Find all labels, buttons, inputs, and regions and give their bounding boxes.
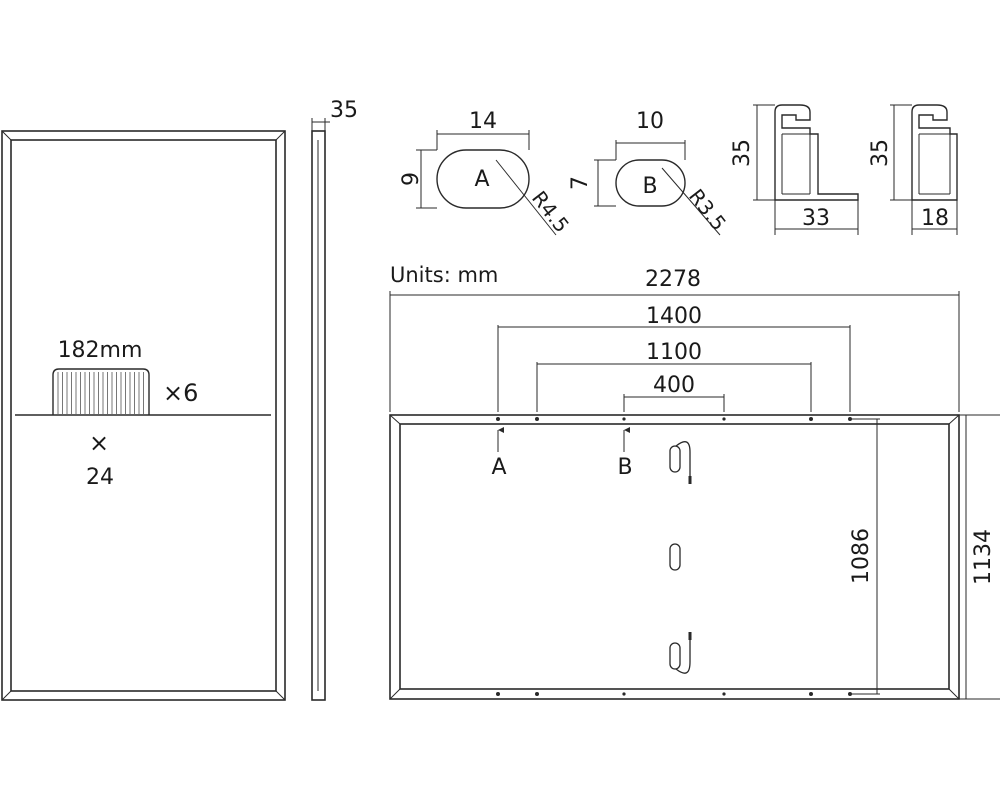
front-outer-frame: [1, 130, 286, 701]
mounting-hole: [496, 417, 500, 421]
frame-corner: [1, 690, 12, 701]
hole-a-width: 14: [469, 109, 497, 134]
mounting-hole: [535, 417, 539, 421]
inner-span-label: 1086: [849, 528, 874, 584]
mounting-hole: [722, 417, 726, 421]
hole-a-detail: 14 9 A R4.5: [399, 109, 574, 237]
span-400-label: 400: [653, 373, 695, 398]
cell-columns-label: ×6: [163, 379, 198, 407]
frame-corner: [948, 414, 960, 425]
cell-rows-count: 24: [86, 465, 114, 490]
side-outer: [311, 130, 326, 701]
short-profile-outline: [911, 104, 958, 201]
frame-corner: [389, 414, 401, 425]
junction-box-cables: [669, 441, 692, 674]
mounting-hole: [622, 417, 626, 421]
span-1100-label: 1100: [646, 340, 702, 365]
mounting-hole: [809, 417, 813, 421]
front-view: 182mm ×6 × 24: [1, 130, 286, 701]
junction-box: [669, 543, 681, 571]
side-thickness-label: 35: [330, 98, 358, 123]
cable-top: [675, 441, 691, 480]
mounting-hole: [722, 692, 726, 696]
short-profile-height: 35: [868, 139, 893, 167]
mounting-hole: [809, 692, 813, 696]
frame-corner: [1, 130, 12, 141]
radius-leader: [495, 159, 557, 236]
mounting-hole: [496, 692, 500, 696]
front-inner-frame: [10, 139, 277, 692]
hole-b-letter: B: [642, 174, 657, 199]
hole-b-outline: [615, 159, 686, 207]
mounting-hole: [622, 692, 626, 696]
radius-leader: [661, 167, 721, 236]
frame-corner: [389, 688, 401, 700]
long-profile-height: 35: [730, 139, 755, 167]
hole-b-detail: 10 7 B R3.5: [568, 109, 731, 236]
rear-inner-frame: [399, 423, 950, 690]
span-1400-label: 1400: [646, 304, 702, 329]
mounting-holes: [496, 417, 852, 696]
short-profile-width: 18: [921, 206, 949, 231]
cell-rows-mark: ×: [89, 429, 109, 457]
cell-width-label: 182mm: [58, 338, 143, 363]
frame-corner: [275, 130, 286, 141]
long-profile-outline: [774, 104, 859, 201]
solar-cell-detail: [52, 368, 150, 415]
side-view: 35: [311, 98, 358, 701]
hole-b-height: 7: [568, 176, 593, 190]
hole-a-height: 9: [399, 172, 424, 186]
cable-bottom: [675, 636, 691, 674]
long-profile-width: 33: [802, 206, 830, 231]
short-frame-profile: 35 18: [868, 104, 958, 235]
frame-corner: [948, 688, 960, 700]
rear-label-b: B: [617, 455, 632, 480]
hole-a-letter: A: [474, 167, 489, 192]
rear-outer-frame: [389, 414, 960, 700]
hole-a-radius: R4.5: [527, 186, 574, 237]
long-frame-profile: 35 33: [730, 104, 859, 235]
rear-view: 2278 1400 1100 400: [389, 267, 1000, 700]
hole-b-width: 10: [636, 109, 664, 134]
frame-corner: [275, 690, 286, 701]
rear-label-a: A: [491, 455, 506, 480]
overall-width-label: 1134: [971, 529, 996, 585]
cable-connector-top: [669, 445, 681, 473]
mounting-hole: [535, 692, 539, 696]
cable-connector-bottom: [669, 642, 681, 670]
units-label: Units: mm: [390, 263, 498, 287]
hole-a-outline: [436, 149, 530, 209]
overall-length-label: 2278: [645, 267, 701, 292]
hole-b-radius: R3.5: [684, 184, 731, 235]
